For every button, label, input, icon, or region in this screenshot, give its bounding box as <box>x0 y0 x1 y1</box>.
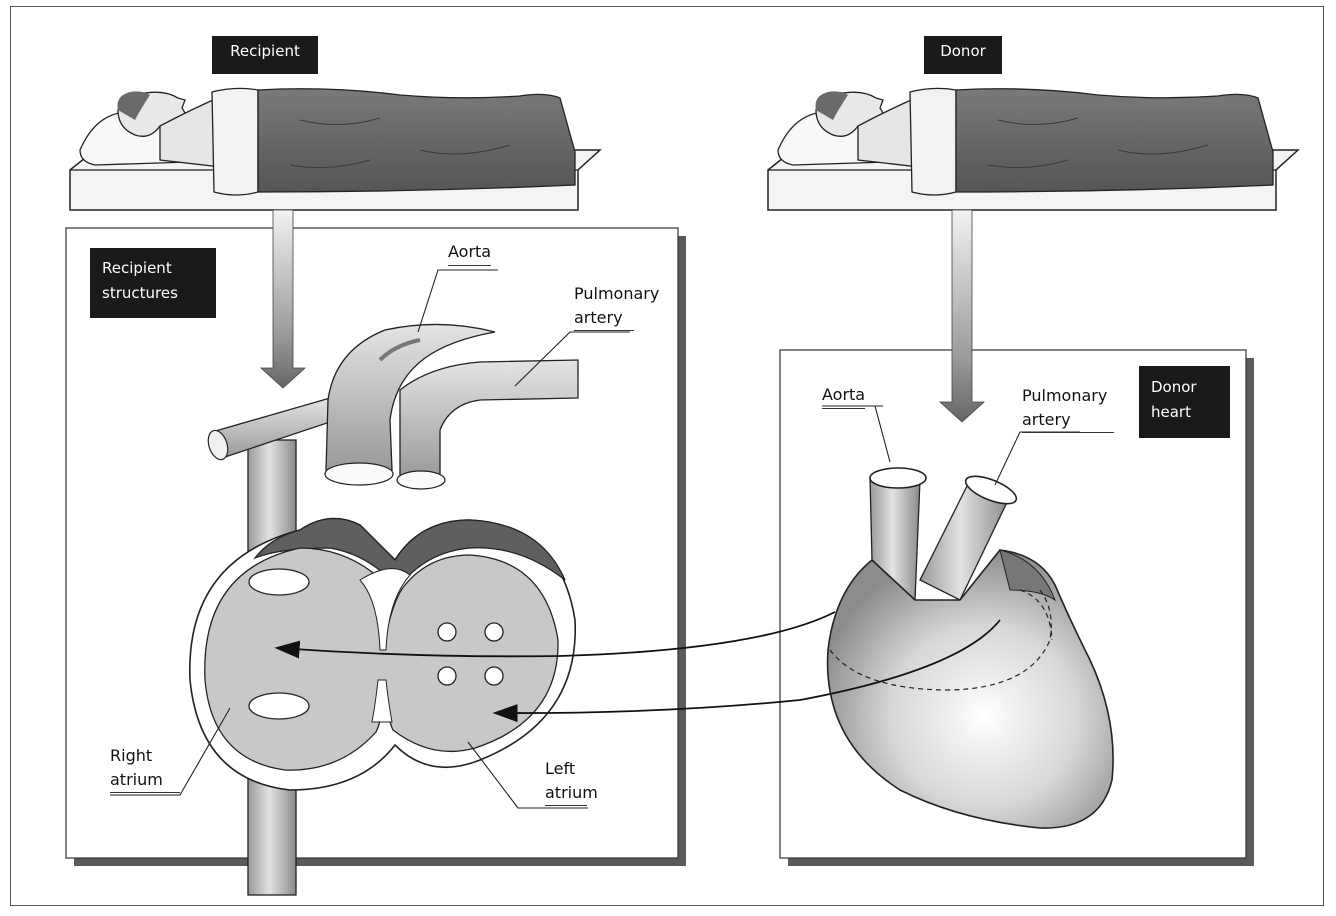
donor-aorta-opening <box>870 468 926 488</box>
recipient-left-atrium-label: Left atrium <box>545 757 587 806</box>
pulmonary-vein-3 <box>438 667 456 685</box>
ivc-opening <box>249 693 309 719</box>
recipient-aorta-stump <box>325 463 393 485</box>
recipient-right-atrium-label: Right atrium <box>110 744 180 793</box>
donor-tag: Donor <box>924 36 1002 74</box>
pulmonary-vein-2 <box>485 623 503 641</box>
recipient-pulmonary-artery-label: Pulmonary artery <box>574 282 634 331</box>
donor-bed-group <box>768 88 1298 210</box>
donor-aorta-label: Aorta <box>822 383 865 409</box>
donor-pulmonary-artery-label: Pulmonary artery <box>1022 384 1114 433</box>
recipient-structures-tag: Recipient structures <box>90 248 216 318</box>
svc-opening <box>249 569 309 595</box>
pulmonary-vein-4 <box>485 667 503 685</box>
recipient-tag: Recipient <box>212 36 318 74</box>
donor-heart-tag: Donor heart <box>1139 366 1230 438</box>
recipient-pulmonary-stump <box>397 471 445 489</box>
donor-blanket <box>956 89 1273 192</box>
recipient-bed-group <box>70 88 600 210</box>
donor-sheet-fold <box>910 88 956 195</box>
recipient-sheet-fold <box>212 88 258 195</box>
recipient-aorta-label: Aorta <box>448 240 491 266</box>
pulmonary-vein-1 <box>438 623 456 641</box>
recipient-blanket <box>258 89 575 192</box>
